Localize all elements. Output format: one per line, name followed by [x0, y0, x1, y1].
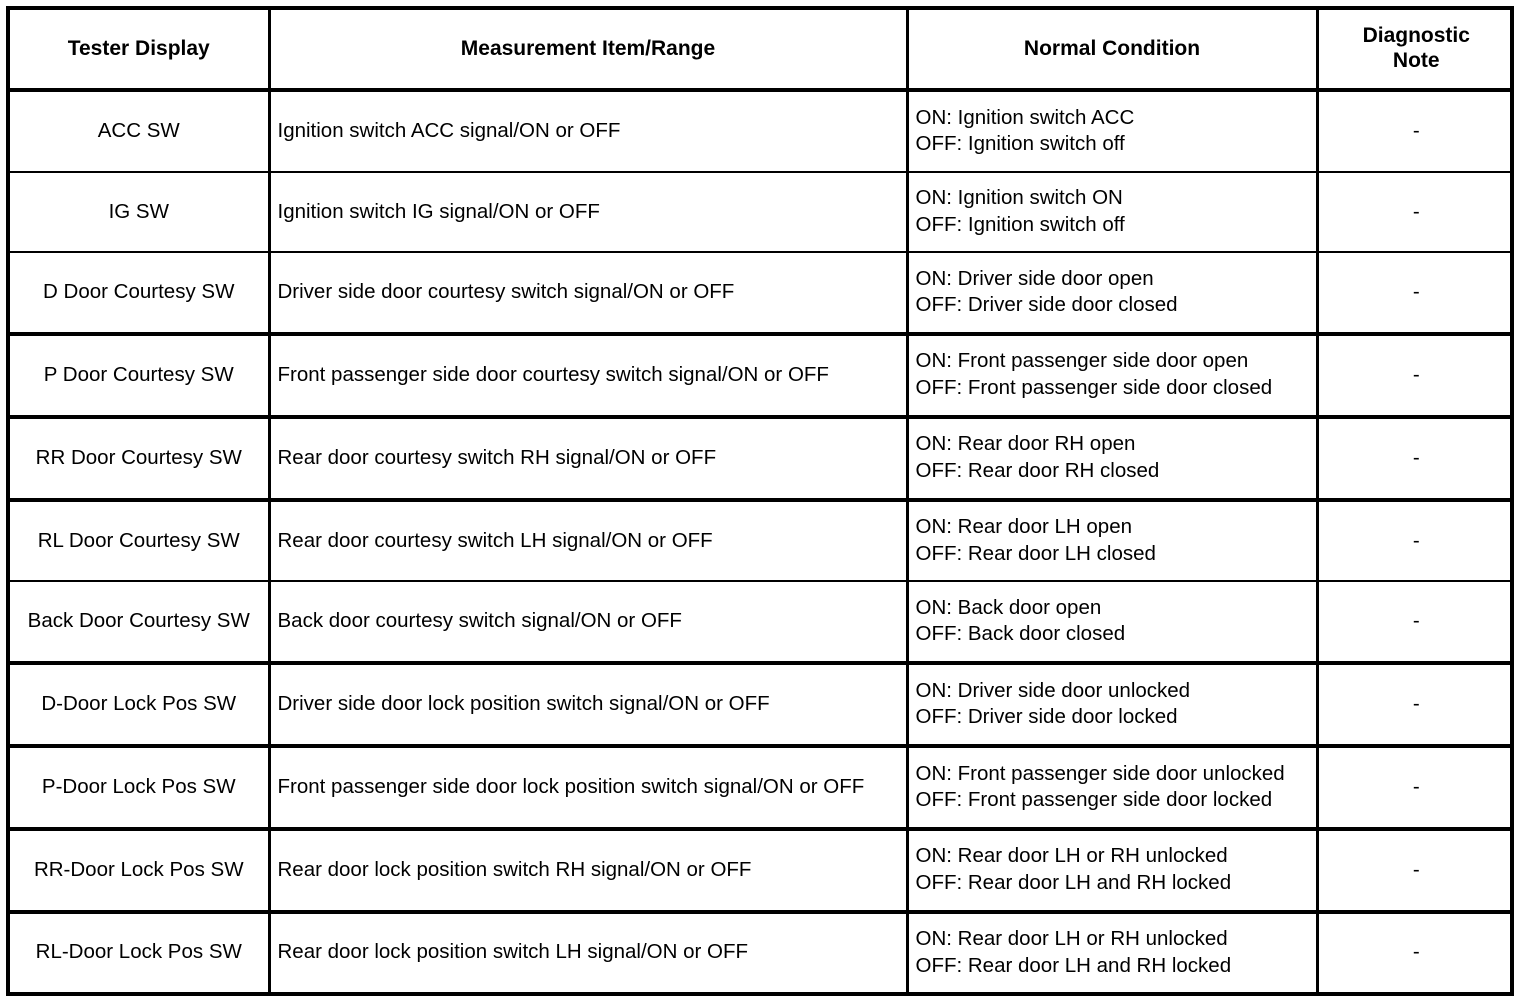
- cell-measurement-item: Ignition switch ACC signal/ON or OFF: [269, 90, 909, 173]
- cell-measurement-item: Rear door courtesy switch RH signal/ON o…: [269, 416, 909, 502]
- condition-on-line: ON: Front passenger side door open: [915, 349, 1249, 373]
- cell-measurement-item: Back door courtesy switch signal/ON or O…: [269, 581, 909, 665]
- table-row: D Door Courtesy SW Driver side door cour…: [10, 252, 1514, 336]
- column-header-diagnostic-note: Diagnostic Note: [1317, 10, 1514, 92]
- condition-off-line: OFF: Driver side door locked: [915, 705, 1178, 729]
- condition-on-line: ON: Front passenger side door unlocked: [915, 761, 1285, 785]
- cell-tester-display: IG SW: [10, 171, 271, 254]
- cell-normal-condition: ON: Front passenger side door unlocked O…: [907, 745, 1319, 831]
- cell-normal-condition: ON: Rear door LH or RH unlocked OFF: Rea…: [907, 828, 1319, 914]
- cell-measurement-item: Driver side door courtesy switch signal/…: [269, 252, 909, 336]
- cell-normal-condition: ON: Ignition switch ACC OFF: Ignition sw…: [907, 90, 1319, 173]
- table-header: Tester Display Measurement Item/Range No…: [10, 10, 1514, 92]
- condition-on-line: ON: Ignition switch ACC: [915, 105, 1135, 129]
- cell-measurement-item: Front passenger side door lock position …: [269, 745, 909, 831]
- condition-off-line: OFF: Back door closed: [915, 622, 1126, 646]
- cell-measurement-item: Front passenger side door courtesy switc…: [269, 333, 909, 419]
- table-row: IG SW Ignition switch IG signal/ON or OF…: [10, 171, 1514, 254]
- table-row: RL Door Courtesy SW Rear door courtesy s…: [10, 499, 1514, 583]
- column-header-normal-condition: Normal Condition: [907, 10, 1319, 92]
- cell-normal-condition: ON: Ignition switch ON OFF: Ignition swi…: [907, 171, 1319, 254]
- cell-measurement-item: Rear door lock position switch LH signal…: [269, 911, 909, 992]
- cell-normal-condition: ON: Driver side door unlocked OFF: Drive…: [907, 662, 1319, 748]
- condition-on-line: ON: Rear door LH or RH unlocked: [915, 844, 1228, 868]
- column-header-measurement-item-range: Measurement Item/Range: [269, 10, 909, 92]
- cell-normal-condition: ON: Rear door LH or RH unlocked OFF: Rea…: [907, 911, 1319, 992]
- condition-off-line: OFF: Ignition switch off: [915, 212, 1125, 236]
- cell-normal-condition: ON: Rear door RH open OFF: Rear door RH …: [907, 416, 1319, 502]
- table-row: RR-Door Lock Pos SW Rear door lock posit…: [10, 828, 1514, 914]
- table-body: ACC SW Ignition switch ACC signal/ON or …: [10, 90, 1514, 992]
- cell-diagnostic-note: -: [1317, 662, 1514, 748]
- table-row: RL-Door Lock Pos SW Rear door lock posit…: [10, 911, 1514, 992]
- condition-on-line: ON: Rear door LH or RH unlocked: [915, 927, 1228, 951]
- cell-tester-display: RL-Door Lock Pos SW: [10, 911, 271, 992]
- cell-diagnostic-note: -: [1317, 416, 1514, 502]
- spec-table-container: Tester Display Measurement Item/Range No…: [6, 6, 1514, 996]
- condition-on-line: ON: Rear door RH open: [915, 432, 1136, 456]
- cell-tester-display: RR Door Courtesy SW: [10, 416, 271, 502]
- condition-on-line: ON: Driver side door open: [915, 266, 1154, 290]
- cell-normal-condition: ON: Back door open OFF: Back door closed: [907, 581, 1319, 665]
- cell-tester-display: Back Door Courtesy SW: [10, 581, 271, 665]
- condition-off-line: OFF: Front passenger side door closed: [915, 376, 1273, 400]
- column-header-tester-display: Tester Display: [10, 10, 271, 92]
- cell-normal-condition: ON: Front passenger side door open OFF: …: [907, 333, 1319, 419]
- cell-tester-display: P Door Courtesy SW: [10, 333, 271, 419]
- cell-tester-display: D-Door Lock Pos SW: [10, 662, 271, 748]
- diagnostic-tester-data-table: Tester Display Measurement Item/Range No…: [10, 10, 1514, 992]
- cell-diagnostic-note: -: [1317, 828, 1514, 914]
- condition-off-line: OFF: Front passenger side door locked: [915, 788, 1273, 812]
- cell-normal-condition: ON: Driver side door open OFF: Driver si…: [907, 252, 1319, 336]
- cell-diagnostic-note: -: [1317, 252, 1514, 336]
- cell-diagnostic-note: -: [1317, 171, 1514, 254]
- cell-tester-display: P-Door Lock Pos SW: [10, 745, 271, 831]
- table-row: ACC SW Ignition switch ACC signal/ON or …: [10, 90, 1514, 173]
- table-row: P-Door Lock Pos SW Front passenger side …: [10, 745, 1514, 831]
- cell-diagnostic-note: -: [1317, 499, 1514, 583]
- cell-diagnostic-note: -: [1317, 581, 1514, 665]
- condition-off-line: OFF: Rear door LH and RH locked: [915, 953, 1232, 977]
- cell-measurement-item: Ignition switch IG signal/ON or OFF: [269, 171, 909, 254]
- cell-diagnostic-note: -: [1317, 90, 1514, 173]
- cell-diagnostic-note: -: [1317, 745, 1514, 831]
- condition-on-line: ON: Driver side door unlocked: [915, 678, 1191, 702]
- condition-on-line: ON: Back door open: [915, 595, 1102, 619]
- cell-measurement-item: Driver side door lock position switch si…: [269, 662, 909, 748]
- column-header-diagnostic-note-line2: Note: [1392, 49, 1440, 72]
- table-row: Back Door Courtesy SW Back door courtesy…: [10, 581, 1514, 665]
- condition-off-line: OFF: Ignition switch off: [915, 132, 1125, 156]
- condition-off-line: OFF: Rear door LH closed: [915, 541, 1156, 565]
- condition-on-line: ON: Ignition switch ON: [915, 186, 1123, 210]
- cell-diagnostic-note: -: [1412, 940, 1420, 964]
- cell-tester-display: D Door Courtesy SW: [10, 252, 271, 336]
- cell-tester-display: ACC SW: [10, 90, 271, 173]
- cell-tester-display: RR-Door Lock Pos SW: [10, 828, 271, 914]
- condition-on-line: ON: Rear door LH open: [915, 515, 1133, 539]
- table-header-row: Tester Display Measurement Item/Range No…: [10, 10, 1514, 92]
- condition-off-line: OFF: Driver side door closed: [915, 293, 1178, 317]
- cell-tester-display: RL Door Courtesy SW: [10, 499, 271, 583]
- cell-measurement-item: Rear door courtesy switch LH signal/ON o…: [269, 499, 909, 583]
- table-row: P Door Courtesy SW Front passenger side …: [10, 333, 1514, 419]
- cell-measurement-item: Rear door lock position switch RH signal…: [269, 828, 909, 914]
- cell-diagnostic-note: -: [1317, 333, 1514, 419]
- condition-off-line: OFF: Rear door RH closed: [915, 459, 1160, 483]
- table-row: RR Door Courtesy SW Rear door courtesy s…: [10, 416, 1514, 502]
- condition-off-line: OFF: Rear door LH and RH locked: [915, 871, 1232, 895]
- cell-normal-condition: ON: Rear door LH open OFF: Rear door LH …: [907, 499, 1319, 583]
- column-header-diagnostic-note-line1: Diagnostic: [1362, 24, 1470, 48]
- table-row: D-Door Lock Pos SW Driver side door lock…: [10, 662, 1514, 748]
